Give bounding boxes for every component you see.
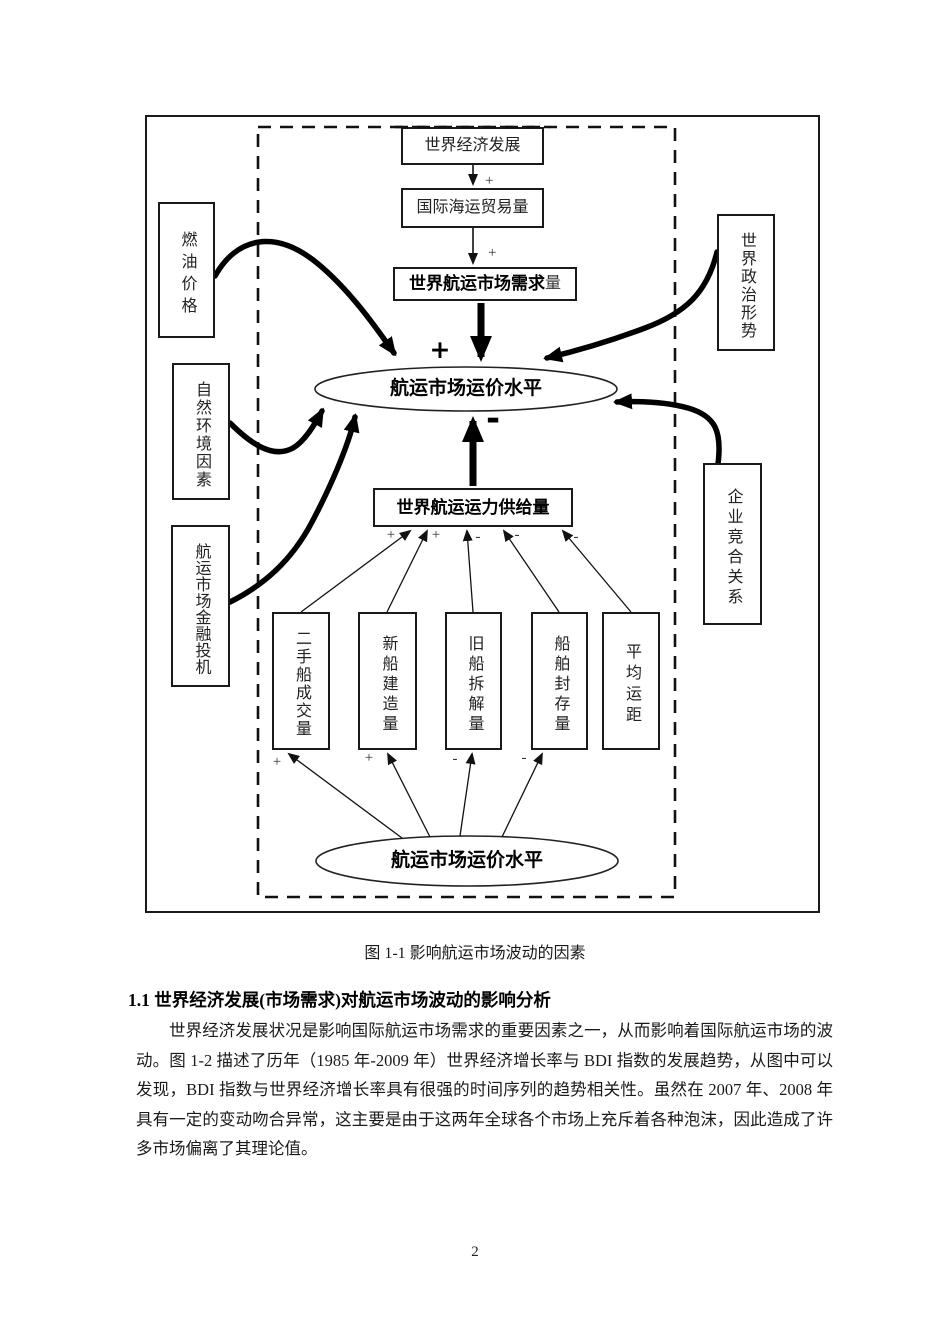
node-fin-speculation: 航运市场金融投机 [171,525,230,687]
page-number: 2 [471,1244,479,1260]
node-fuel-price: 燃油价格 [158,202,215,338]
node-secondhand-volume: 二手船成交量 [272,612,330,750]
sign-into-supply-2: + [432,527,440,543]
arrow-scrap-to-supply [462,529,474,613]
sign-rate-scrap: - [453,751,458,767]
section-heading: 1.1 世界经济发展(市场需求)对航运市场波动的影响分析 [128,990,551,1010]
node-freight-rate-top: 航运市场运价水平 [389,378,542,399]
node-natural-env: 自然环境因素 [172,363,230,500]
sign-supply-rate: - [486,399,500,439]
sign-rate-newbuild: + [365,750,373,766]
node-competition-label: 企业竞合关系 [724,488,742,608]
sign-rate-layup: - [522,750,527,766]
arrow-avghaul-to-supply [561,529,632,613]
arrow-rate-to-newbuild [387,752,431,838]
freight-rate-ellipse-bottom [315,835,619,887]
node-newbuild-volume-label: 新船建造量 [379,635,397,735]
node-natural-env-label: 自然环境因素 [193,380,210,489]
node-shipping-demand-suffix: 量 [544,274,561,292]
arrow-speculation-to-rate [227,413,360,605]
body-paragraph: 世界经济发展状况是影响国际航运市场需求的重要因素之一，从而影响着国际航运市场的波… [136,1021,833,1159]
arrow-rate-to-secondhand [287,752,403,839]
arrow-nature-to-rate [227,407,325,455]
figure-1-1: + + + - + + - - - + + - - 世界经济发展 国际海运贸易量… [145,115,820,913]
node-secondhand-volume-label: 二手船成交量 [293,630,310,738]
node-layup-volume-label: 船舶封存量 [551,635,569,735]
sign-demand-rate: + [430,335,451,364]
sign-into-supply-1: + [387,527,395,543]
node-world-economy: 世界经济发展 [401,127,544,165]
sign-trade-demand: + [488,245,496,261]
diagram-canvas: + + + - + + - - - + + - - [145,115,820,913]
node-avg-haul: 平均运距 [602,612,660,750]
arrow-secondhand-to-supply [300,529,412,613]
sign-into-supply-4: - [515,527,520,543]
node-layup-volume: 船舶封存量 [531,612,588,750]
arrow-layup-to-supply [502,529,560,613]
node-freight-rate-bottom: 航运市场运价水平 [390,850,543,871]
node-fin-speculation-label: 航运市场金融投机 [192,542,210,675]
figure-border [145,115,820,913]
node-world-politics-label: 世界政治形势 [738,231,755,340]
sign-rate-secondhand: + [273,754,281,770]
freight-rate-ellipse-top [314,366,618,412]
node-newbuild-volume: 新船建造量 [358,612,417,750]
node-scrapping-volume-label: 旧船拆解量 [465,635,483,735]
node-intl-sea-trade: 国际海运贸易量 [401,188,544,228]
node-shipping-demand: 世界航运市场需求量 [393,267,577,301]
node-world-politics: 世界政治形势 [717,214,775,351]
node-avg-haul-label: 平均运距 [623,643,640,727]
arrow-fuel-to-rate [212,238,397,357]
node-capacity-supply: 世界航运运力供给量 [373,488,573,527]
node-fuel-price-label: 燃油价格 [178,231,196,319]
arrow-newbuild-to-supply [386,529,428,613]
node-scrapping-volume: 旧船拆解量 [445,612,502,750]
sign-into-supply-3: - [476,529,481,545]
arrow-rate-to-layup [501,752,543,838]
node-shipping-demand-main: 世界航运市场需求 [408,274,545,294]
figure-caption: 图 1-1 影响航运市场波动的因素 [364,945,586,962]
arrow-competition-to-rate [613,393,722,467]
arrow-politics-to-rate [543,249,720,363]
sign-econ-trade: + [485,173,493,189]
node-competition: 企业竞合关系 [703,463,762,625]
sign-into-supply-5: - [574,529,579,545]
arrow-rate-to-scrap [459,752,476,837]
